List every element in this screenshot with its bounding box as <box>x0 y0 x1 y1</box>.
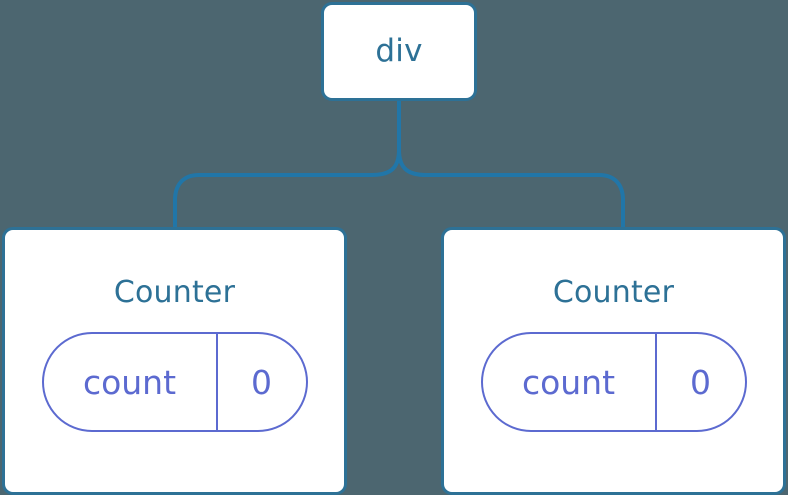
state-value-label: 0 <box>690 362 711 402</box>
node-div[interactable]: div <box>321 2 477 101</box>
node-counter-0[interactable]: Counter count 0 <box>2 227 347 495</box>
state-key-label: count <box>483 334 657 430</box>
connector-edge-left <box>173 149 401 229</box>
node-counter-label: Counter <box>113 275 236 310</box>
connector-edge-right <box>397 149 625 229</box>
state-value-label: 0 <box>251 362 272 402</box>
node-counter-label: Counter <box>552 275 675 310</box>
state-pill-count[interactable]: count 0 <box>41 332 308 432</box>
state-pill-count[interactable]: count 0 <box>480 332 747 432</box>
node-div-label: div <box>375 33 423 69</box>
node-counter-1[interactable]: Counter count 0 <box>441 227 786 495</box>
state-key-label: count <box>44 334 218 430</box>
